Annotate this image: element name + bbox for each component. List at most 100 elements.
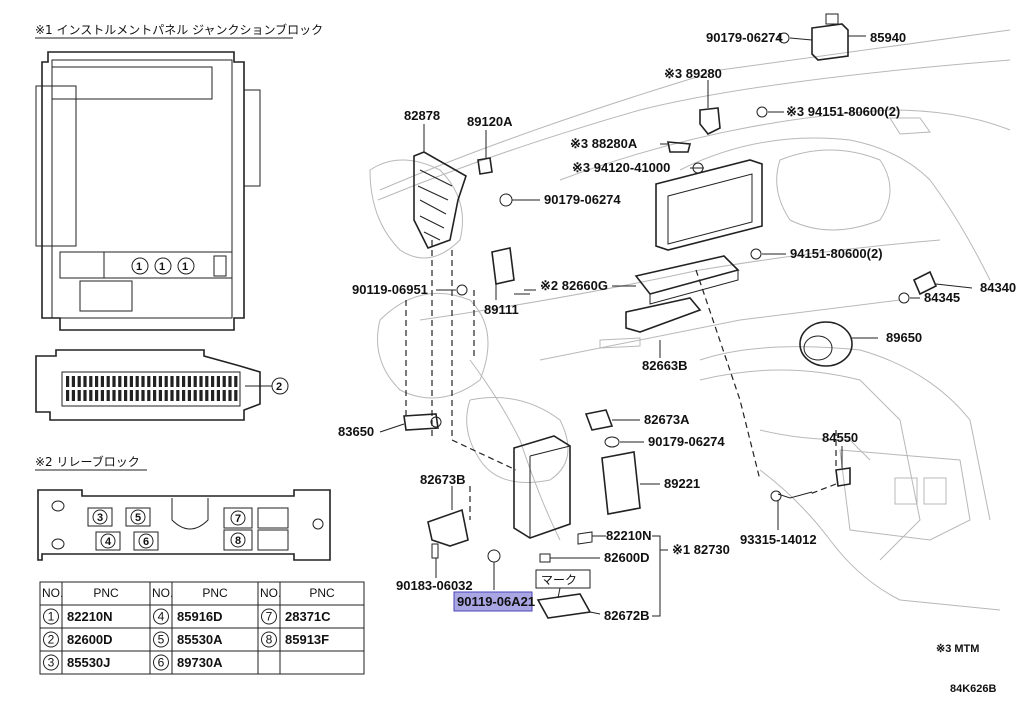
label-82600D[interactable]: 82600D [604,550,650,565]
label-82660G[interactable]: ※2 82660G [540,278,608,293]
label-85940[interactable]: 85940 [870,30,906,45]
junction-callout-1c [177,257,195,275]
connector-pin [147,390,151,401]
label-82730[interactable]: ※1 82730 [672,542,730,557]
connector-pin [222,390,226,401]
dashboard-outline [369,29,1011,611]
label-90119-06A21[interactable]: 90119-06A21 [457,594,535,609]
label-82663B[interactable]: 82663B [642,358,688,373]
junction-callout-1b [154,257,172,275]
pnc-row-code[interactable]: 85913F [285,632,329,647]
relay-slot-8 [223,529,253,551]
pnc-row-code[interactable]: 89730A [177,655,223,670]
figure-code: 84K626B [950,683,997,695]
label-82210N[interactable]: 82210N [606,528,652,543]
label-82673A[interactable]: 82673A [644,412,690,427]
junction-callout-1a [131,257,149,275]
pnc-row-no: 6 [158,656,165,670]
connector-pin [199,390,203,401]
label-90179-06274-mid[interactable]: 90179-06274 [544,192,621,207]
label-82878[interactable]: 82878 [404,108,440,123]
relay-slot-empty-b [257,529,289,551]
connector-pin [124,376,128,387]
junction-connector-grid [66,376,238,401]
connector-pin [118,390,122,401]
label-84345[interactable]: 84345 [924,290,960,305]
pnc-no-circle [43,608,59,625]
label-88280A[interactable]: ※3 88280A [570,136,638,151]
pnc-header-pnc: PNC [202,586,228,600]
pnc-row-code[interactable]: 85530J [67,655,110,670]
pnc-no-circle [261,631,277,648]
label-90179-06274-low[interactable]: 90179-06274 [648,434,725,449]
connector-pin [228,390,232,401]
relay-slot-7 [223,507,253,529]
pnc-row-code[interactable]: 82210N [67,609,113,624]
label-90119-06951[interactable]: 90119-06951 [352,282,428,297]
connector-pin [77,390,81,401]
relay-label-6: 6 [143,536,149,548]
label-90179-06274-top[interactable]: 90179-06274 [706,30,783,45]
highlight-90119-06A21-box[interactable] [453,591,533,612]
label-94151-80600-top[interactable]: ※3 94151-80600(2) [786,104,900,119]
relay-label-5: 5 [135,512,141,524]
connector-pin [100,390,104,401]
mark-label: マーク [541,573,577,587]
relay-slot-empty-a [257,507,289,529]
label-82672B[interactable]: 82672B [604,608,650,623]
pnc-header-pnc: PNC [93,586,119,600]
label-89280[interactable]: ※3 89280 [664,66,722,81]
connector-pin [234,390,238,401]
pnc-no-circle [43,631,59,648]
connector-pin [83,390,87,401]
relay-label-8: 8 [235,535,241,547]
pnc-row-no: 4 [158,610,165,624]
pnc-row-code[interactable]: 85530A [177,632,223,647]
pnc-row-code[interactable]: 28371C [285,609,331,624]
part-82730-shape [513,435,571,539]
pnc-row-code[interactable]: 85916D [177,609,223,624]
connector-pin [118,376,122,387]
part-82878-shape [413,151,467,249]
pnc-row-code[interactable]: 82600D [67,632,113,647]
connector-pin [89,390,93,401]
relay-slot-3 [87,507,113,527]
connector-pin [205,390,209,401]
connector-pin [129,376,133,387]
label-89650[interactable]: 89650 [886,330,922,345]
pnc-no-circle [153,608,169,625]
label-89221[interactable]: 89221 [664,476,700,491]
connector-pin [153,390,157,401]
connector-pin [135,376,139,387]
assembly-dashed-lines [405,240,837,520]
label-84340[interactable]: 84340 [980,280,1016,295]
connector-pin [100,376,104,387]
pnc-no-circle [43,654,59,671]
pnc-row-no: 3 [48,656,55,670]
label-83650[interactable]: 83650 [338,424,374,439]
label-94151-80600-mid[interactable]: 94151-80600(2) [790,246,883,261]
connector-pin [89,376,93,387]
label-94120-41000[interactable]: ※3 94120-41000 [572,160,670,175]
connector-pin [141,376,145,387]
relay-slot-5 [125,507,151,527]
label-84550[interactable]: 84550 [822,430,858,445]
connector-pin [176,376,180,387]
connector-pin [66,376,70,387]
connector-pin [112,376,116,387]
label-90183-06032[interactable]: 90183-06032 [396,578,473,593]
pnc-no-circle [261,608,277,625]
junction-callout-1b-label: 1 [159,261,165,273]
relay-block-diagram: 3 5 4 6 7 8 [37,489,331,561]
label-93315-14012[interactable]: 93315-14012 [740,532,817,547]
relay-block-header: ※2 リレーブロック [35,454,140,469]
connector-pin [216,390,220,401]
junction-block-side-view [35,349,261,421]
label-89120A[interactable]: 89120A [467,114,513,129]
mark-label-box [535,569,591,589]
label-82673B[interactable]: 82673B [420,472,466,487]
connector-pin [164,390,168,401]
label-89111[interactable]: 89111 [484,302,519,317]
